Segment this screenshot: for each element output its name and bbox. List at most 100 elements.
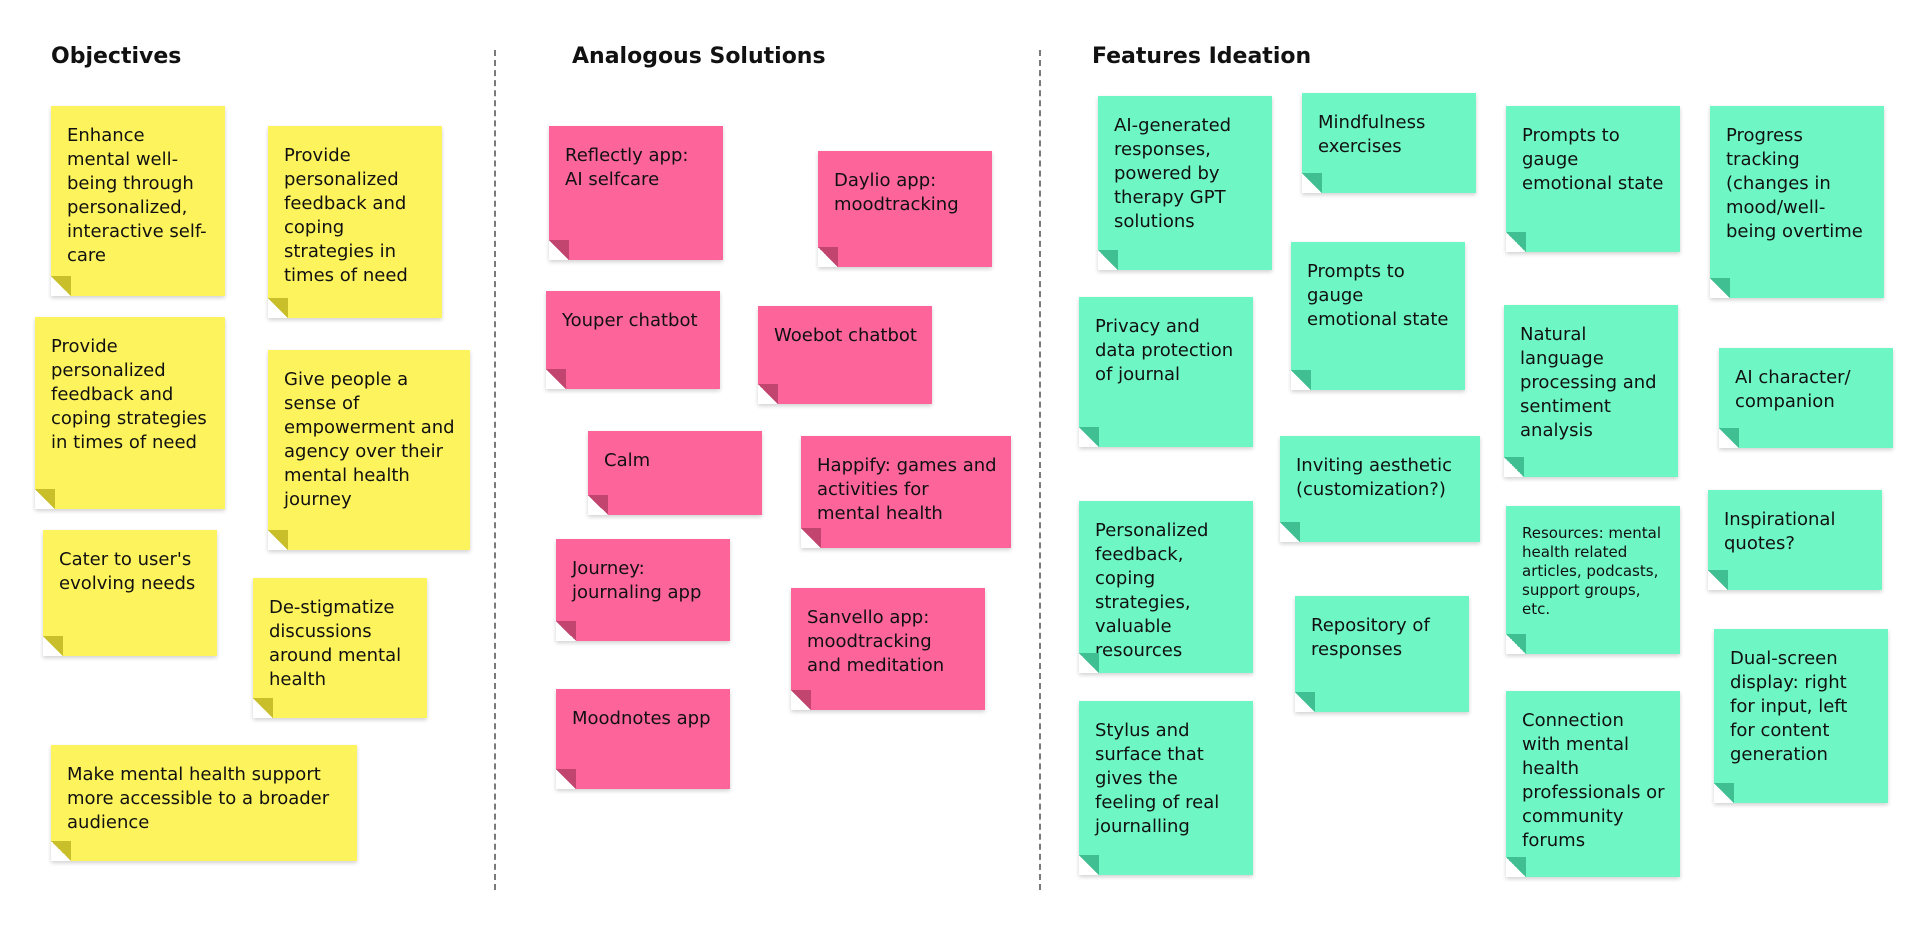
sticky-note-text: Give people a sense of empowerment and a… (284, 369, 455, 510)
sticky-note-feature[interactable]: Progress tracking (changes in mood/well-… (1710, 106, 1884, 298)
sticky-note-text: Personalized feedback, coping strategies… (1095, 520, 1209, 661)
sticky-note-objective[interactable]: Cater to user's evolving needs (43, 530, 217, 656)
sticky-note-text: Mindfulness exercises (1318, 112, 1426, 157)
sticky-note-text: Repository of responses (1311, 615, 1430, 660)
sticky-note-text: AI character/ companion (1735, 367, 1851, 412)
sticky-note-analogous-solution[interactable]: Daylio app: moodtracking (818, 151, 992, 267)
sticky-note-text: Progress tracking (changes in mood/well-… (1726, 125, 1863, 242)
sticky-note-feature[interactable]: Personalized feedback, coping strategies… (1079, 501, 1253, 673)
sticky-note-text: Privacy and data protection of journal (1095, 316, 1234, 385)
sticky-note-text: Inspirational quotes? (1724, 509, 1836, 554)
note-fold-corner (1295, 692, 1315, 712)
note-fold-corner (1079, 653, 1099, 673)
sticky-note-text: Natural language processing and sentimen… (1520, 324, 1657, 441)
sticky-note-objective[interactable]: Provide personalized feedback and coping… (35, 317, 225, 509)
sticky-note-analogous-solution[interactable]: Journey: journaling app (556, 539, 730, 641)
sticky-note-text: Sanvello app: moodtracking and meditatio… (807, 607, 945, 676)
sticky-note-feature[interactable]: Natural language processing and sentimen… (1504, 305, 1678, 477)
note-fold-corner (1506, 857, 1526, 877)
section-divider-2 (1039, 50, 1041, 890)
note-fold-corner (588, 495, 608, 515)
sticky-note-feature[interactable]: Mindfulness exercises (1302, 93, 1476, 193)
sticky-note-text: Inviting aesthetic (customization?) (1296, 455, 1452, 500)
sticky-note-text: Cater to user's evolving needs (59, 549, 196, 594)
sticky-note-objective[interactable]: Make mental health support more accessib… (51, 745, 357, 861)
sticky-note-feature[interactable]: AI character/ companion (1719, 348, 1893, 448)
note-fold-corner (1714, 783, 1734, 803)
sticky-note-feature[interactable]: Repository of responses (1295, 596, 1469, 712)
note-fold-corner (1708, 570, 1728, 590)
sticky-note-text: Resources: mental health related article… (1522, 524, 1662, 618)
note-fold-corner (1506, 634, 1526, 654)
sticky-note-feature[interactable]: Prompts to gauge emotional state (1506, 106, 1680, 252)
section-divider-1 (494, 50, 496, 890)
note-fold-corner (268, 298, 288, 318)
sticky-note-feature[interactable]: Inspirational quotes? (1708, 490, 1882, 590)
note-fold-corner (1504, 457, 1524, 477)
note-fold-corner (1710, 278, 1730, 298)
sticky-note-analogous-solution[interactable]: Happify: games and activities for mental… (801, 436, 1011, 548)
note-fold-corner (1719, 428, 1739, 448)
sticky-note-feature[interactable]: Privacy and data protection of journal (1079, 297, 1253, 447)
note-fold-corner (556, 621, 576, 641)
sticky-note-feature[interactable]: AI-generated responses, powered by thera… (1098, 96, 1272, 270)
note-fold-corner (51, 841, 71, 861)
sticky-note-text: Prompts to gauge emotional state (1522, 125, 1664, 194)
note-fold-corner (1098, 250, 1118, 270)
sticky-note-text: Calm (604, 450, 651, 471)
sticky-note-feature[interactable]: Resources: mental health related article… (1506, 506, 1680, 654)
sticky-note-text: Journey: journaling app (572, 558, 702, 603)
sticky-note-feature[interactable]: Inviting aesthetic (customization?) (1280, 436, 1480, 542)
sticky-note-analogous-solution[interactable]: Reflectly app: AI selfcare (549, 126, 723, 260)
sticky-note-text: Stylus and surface that gives the feelin… (1095, 720, 1220, 837)
note-fold-corner (818, 247, 838, 267)
sticky-note-text: Reflectly app: AI selfcare (565, 145, 689, 190)
note-fold-corner (546, 369, 566, 389)
sticky-note-analogous-solution[interactable]: Sanvello app: moodtracking and meditatio… (791, 588, 985, 710)
sticky-note-text: Woebot chatbot (774, 325, 917, 346)
note-fold-corner (1079, 427, 1099, 447)
sticky-note-text: Provide personalized feedback and coping… (51, 336, 207, 453)
sticky-note-text: Moodnotes app (572, 708, 711, 729)
note-fold-corner (253, 698, 273, 718)
sticky-note-feature[interactable]: Prompts to gauge emotional state (1291, 242, 1465, 390)
note-fold-corner (268, 530, 288, 550)
section-title-analogous-solutions: Analogous Solutions (572, 44, 826, 69)
note-fold-corner (801, 528, 821, 548)
note-fold-corner (1506, 232, 1526, 252)
note-fold-corner (1280, 522, 1300, 542)
sticky-note-analogous-solution[interactable]: Woebot chatbot (758, 306, 932, 404)
sticky-note-analogous-solution[interactable]: Youper chatbot (546, 291, 720, 389)
sticky-note-objective[interactable]: De-stigmatize discussions around mental … (253, 578, 427, 718)
sticky-note-text: Dual-screen display: right for input, le… (1730, 648, 1848, 765)
sticky-note-analogous-solution[interactable]: Calm (588, 431, 762, 515)
sticky-note-text: Youper chatbot (562, 310, 698, 331)
note-fold-corner (1302, 173, 1322, 193)
note-fold-corner (1291, 370, 1311, 390)
sticky-note-text: Make mental health support more accessib… (67, 764, 330, 833)
sticky-note-objective[interactable]: Give people a sense of empowerment and a… (268, 350, 470, 550)
section-title-objectives: Objectives (51, 44, 182, 69)
note-fold-corner (35, 489, 55, 509)
sticky-note-text: De-stigmatize discussions around mental … (269, 597, 402, 690)
note-fold-corner (791, 690, 811, 710)
note-fold-corner (549, 240, 569, 260)
sticky-note-text: Enhance mental well-being through person… (67, 125, 207, 266)
sticky-note-analogous-solution[interactable]: Moodnotes app (556, 689, 730, 789)
note-fold-corner (51, 276, 71, 296)
sticky-note-text: Happify: games and activities for mental… (817, 455, 997, 524)
sticky-note-feature[interactable]: Connection with mental health profession… (1506, 691, 1680, 877)
sticky-note-feature[interactable]: Dual-screen display: right for input, le… (1714, 629, 1888, 803)
note-fold-corner (556, 769, 576, 789)
note-fold-corner (43, 636, 63, 656)
sticky-note-text: Provide personalized feedback and coping… (284, 145, 408, 286)
sticky-note-objective[interactable]: Enhance mental well-being through person… (51, 106, 225, 296)
note-fold-corner (758, 384, 778, 404)
sticky-note-text: Prompts to gauge emotional state (1307, 261, 1449, 330)
section-title-features-ideation: Features Ideation (1092, 44, 1312, 69)
sticky-note-text: AI-generated responses, powered by thera… (1114, 115, 1232, 232)
note-fold-corner (1079, 855, 1099, 875)
sticky-note-objective[interactable]: Provide personalized feedback and coping… (268, 126, 442, 318)
sticky-note-text: Daylio app: moodtracking (834, 170, 959, 215)
sticky-note-feature[interactable]: Stylus and surface that gives the feelin… (1079, 701, 1253, 875)
